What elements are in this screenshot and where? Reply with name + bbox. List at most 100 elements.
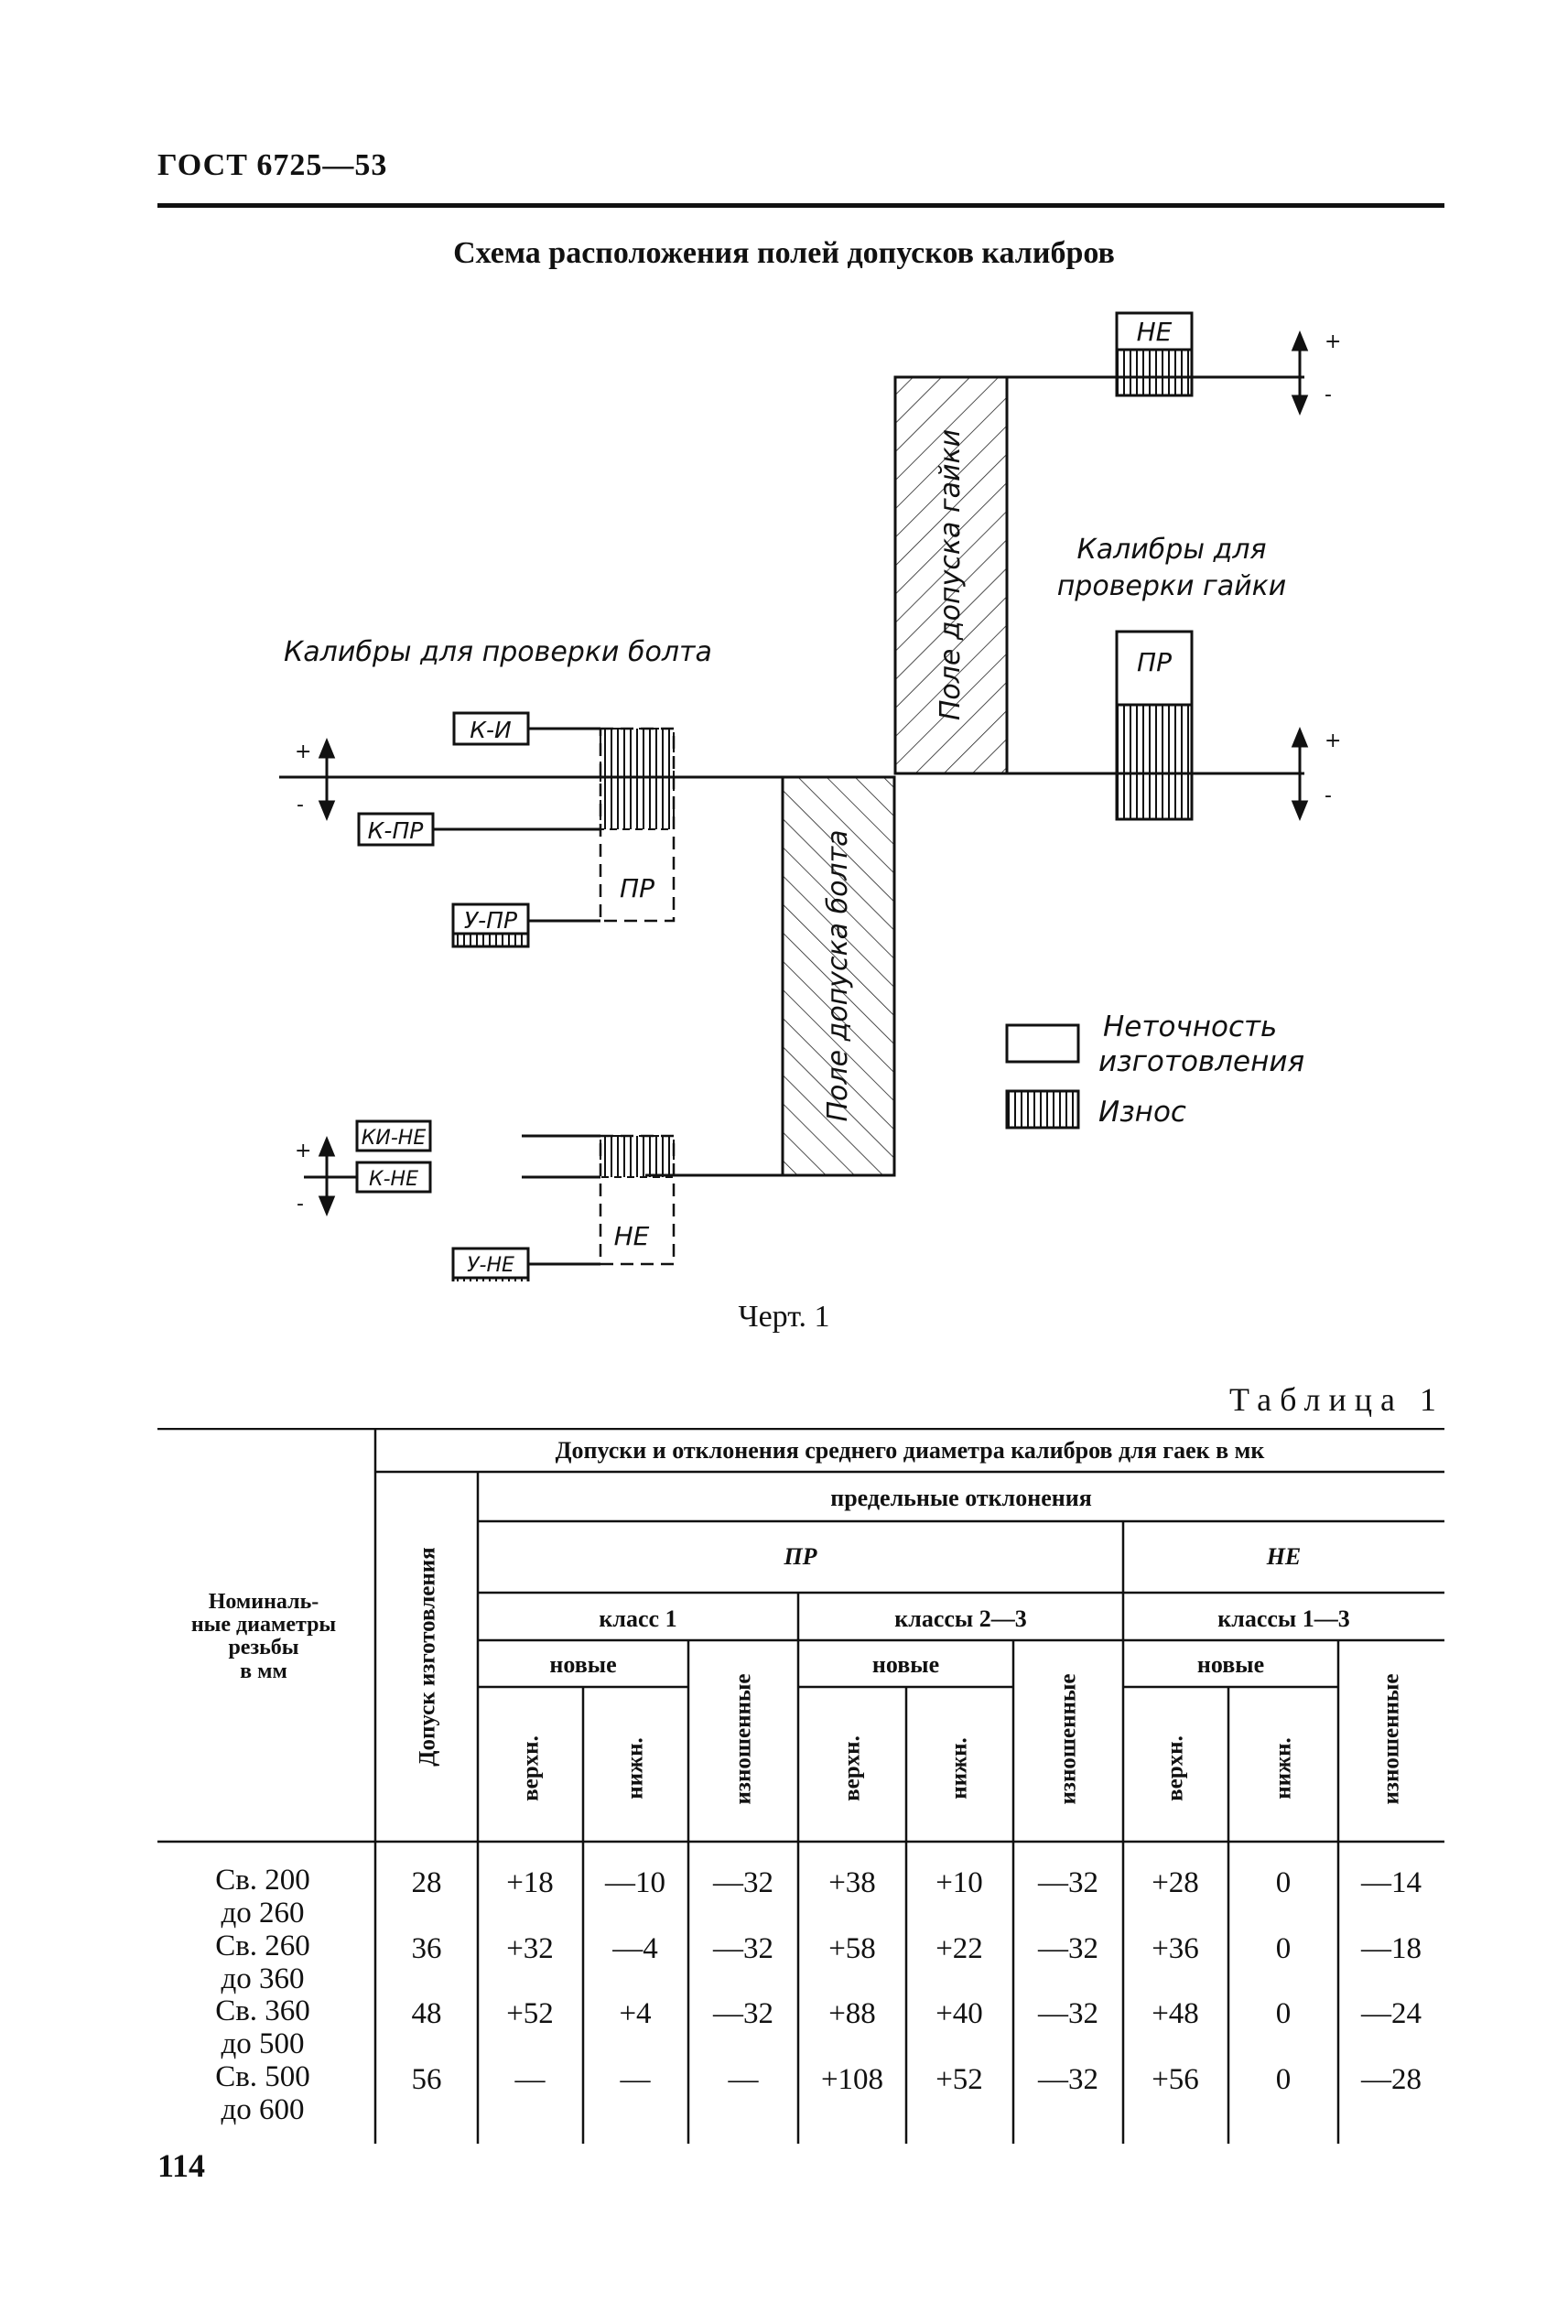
nut-gauges-label-line1: Калибры для — [1076, 534, 1266, 566]
bolt-k-ne-label: К-НЕ — [369, 1168, 418, 1191]
table-cell: —32 — [1038, 1932, 1098, 1965]
bolt-ne-plus: + — [295, 1140, 311, 1162]
bolt-pr-group: ПР — [433, 727, 676, 923]
nut-ne-label: НЕ — [1137, 317, 1173, 347]
table-cell: — — [514, 2063, 546, 2096]
table-cell: — — [620, 2063, 651, 2096]
row-label-line: Св. 360 — [215, 1994, 310, 2027]
bolt-ki-ne-label: КИ-НЕ — [362, 1127, 427, 1150]
table-cell: 0 — [1275, 2063, 1292, 2096]
table-cell: —32 — [1038, 1997, 1098, 2030]
legend-inaccuracy-line2: изготовления — [1098, 1045, 1304, 1078]
table-cell: —14 — [1361, 1866, 1422, 1899]
legend-inaccuracy-line1: Неточность — [1103, 1011, 1277, 1043]
table-cell: 48 — [411, 1997, 442, 2030]
table-cell: —18 — [1361, 1932, 1422, 1965]
table-cell: +22 — [935, 1932, 983, 1965]
class-2-3-header: классы 2—3 — [894, 1605, 1027, 1632]
bolt-u-pr-label: У-ПР — [464, 907, 518, 934]
nut-pr-plus: + — [1325, 730, 1341, 752]
table-cell: —32 — [713, 1866, 773, 1899]
table-title: Таблица 1 — [1229, 1381, 1444, 1418]
table-cell: —10 — [605, 1866, 665, 1899]
bolt-pr-label: ПР — [620, 873, 654, 903]
group-ne-header: НЕ — [1266, 1543, 1302, 1570]
legend: Неточность изготовления Износ — [1005, 1011, 1304, 1130]
table-cell: 0 — [1275, 1866, 1292, 1899]
table-cell: 36 — [411, 1932, 442, 1965]
table-cell: 0 — [1275, 1997, 1292, 2030]
bolt-ne-label: НЕ — [614, 1221, 650, 1251]
lower-header-c23: нижн. — [946, 1737, 972, 1800]
bolt-ki-ne-gauge: КИ-НЕ — [355, 1119, 432, 1152]
row-label-line: до 360 — [221, 1962, 305, 1995]
document-code: ГОСТ 6725—53 — [157, 148, 388, 182]
tolerance-scheme-diagram: Поле допуска гайки Поле допуска болта Ка… — [279, 311, 1341, 1281]
nut-ne-gauge: НЕ — [1115, 311, 1194, 397]
upper-header-c1: верхн. — [518, 1735, 544, 1801]
table-cell: +56 — [1152, 2063, 1199, 2096]
table-cell: +58 — [828, 1932, 876, 1965]
table-cell: +108 — [820, 2063, 884, 2096]
lower-header-c13: нижн. — [1271, 1737, 1296, 1800]
table-cell: —32 — [713, 1997, 773, 2030]
table-cell: +10 — [935, 1866, 983, 1899]
table-cell: —32 — [1038, 2063, 1098, 2096]
row-label-line: до 500 — [221, 2027, 305, 2060]
nut-arrows — [1291, 330, 1309, 821]
nut-pr-gauge: ПР — [1115, 630, 1194, 821]
table-cell: +38 — [828, 1866, 876, 1899]
figure-caption: Черт. 1 — [738, 1300, 830, 1334]
table-cell: +40 — [935, 1997, 983, 2030]
bolt-pr-plus: + — [295, 740, 311, 763]
page-number: 114 — [157, 2147, 206, 2184]
stub-header: Номиналь- ные диаметры резьбы в мм — [174, 1590, 353, 1683]
table-cell: —4 — [612, 1932, 658, 1965]
bolt-ne-arrows — [318, 1136, 336, 1216]
table-cell: +48 — [1152, 1997, 1199, 2030]
nut-ne-minus: - — [1325, 384, 1332, 406]
nut-ne-plus: + — [1325, 330, 1341, 353]
table-cell: +28 — [1152, 1866, 1199, 1899]
nut-gauges-label-line2: проверки гайки — [1057, 570, 1287, 602]
tolerance-table: Номиналь- ные диаметры резьбы в мм Допус… — [157, 1428, 1444, 2144]
table-cell: 28 — [411, 1866, 442, 1899]
bolt-k-i-label: К-И — [470, 717, 512, 743]
table-cell: +88 — [828, 1997, 876, 2030]
class-1-3-header: классы 1—3 — [1217, 1605, 1350, 1632]
table-cell: 0 — [1275, 1932, 1292, 1965]
lower-header-c1: нижн. — [622, 1737, 648, 1800]
group-pr-header: ПР — [784, 1543, 817, 1570]
nut-pr-label: ПР — [1137, 647, 1172, 677]
legend-wear-label: Износ — [1098, 1096, 1186, 1129]
row-label-line: Св. 500 — [215, 2060, 310, 2093]
upper-header-c13: верхн. — [1162, 1735, 1188, 1801]
new-header-c13: новые — [1196, 1651, 1265, 1678]
bolt-k-pr-label: К-ПР — [368, 817, 425, 844]
worn-header-c23: изношенные — [1055, 1673, 1081, 1805]
row-label-line: до 260 — [221, 1896, 305, 1929]
new-header-c1: новые — [549, 1651, 617, 1678]
table-cell: +52 — [935, 2063, 983, 2096]
table-cell: —28 — [1361, 2063, 1422, 2096]
table-cell: +4 — [619, 1997, 652, 2030]
bolt-u-pr-gauge: У-ПР — [451, 903, 530, 948]
bolt-k-pr-gauge: К-ПР — [357, 812, 435, 847]
worn-header-c13: изношенные — [1379, 1673, 1404, 1805]
nut-pr-minus: - — [1325, 784, 1332, 807]
bolt-u-ne-label: У-НЕ — [467, 1254, 514, 1277]
table-cell: 56 — [411, 2063, 442, 2096]
table-cell: +52 — [506, 1997, 554, 2030]
limit-deviations-header: предельные отклонения — [830, 1485, 1092, 1511]
bolt-k-i-gauge: К-И — [452, 711, 530, 746]
table-cell: —24 — [1361, 1997, 1422, 2030]
legend-wear-swatch — [1005, 1089, 1080, 1130]
stub-header-line2: ные диаметры — [190, 1613, 337, 1638]
bolt-field-label: Поле допуска болта — [822, 830, 854, 1122]
new-header-c23: новые — [871, 1651, 940, 1678]
scheme-title: Схема расположения полей допусков калибр… — [453, 236, 1115, 270]
stub-header-line4: в мм — [240, 1659, 287, 1683]
bolt-tolerance-field: Поле допуска болта — [781, 775, 896, 1177]
